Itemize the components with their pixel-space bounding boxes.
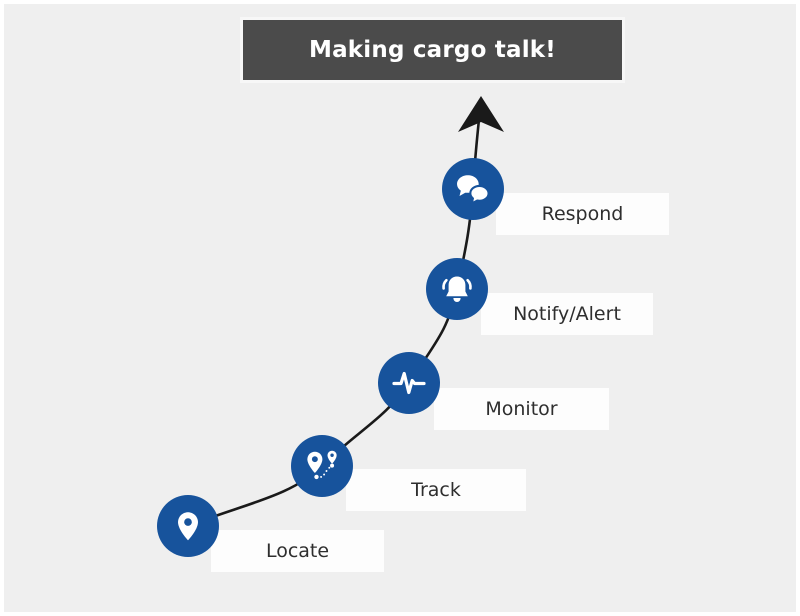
- label-plate-respond: Respond: [496, 193, 669, 235]
- title-banner: Making cargo talk!: [243, 20, 622, 80]
- step-label-respond: Respond: [541, 203, 624, 225]
- speech-bubbles-icon: [454, 170, 492, 208]
- map-pin-icon: [171, 509, 205, 543]
- step-node-respond[interactable]: [442, 158, 504, 220]
- step-node-monitor[interactable]: [378, 352, 440, 414]
- route-pins-icon: [303, 447, 341, 485]
- label-plate-notify-alert: Notify/Alert: [481, 293, 653, 335]
- label-plate-monitor: Monitor: [434, 388, 609, 430]
- step-node-locate[interactable]: [157, 495, 219, 557]
- step-label-locate: Locate: [265, 540, 330, 562]
- page-title: Making cargo talk!: [309, 37, 556, 63]
- step-label-notify-alert: Notify/Alert: [513, 303, 621, 325]
- step-label-monitor: Monitor: [485, 398, 558, 420]
- growth-arrow-head: [458, 96, 504, 132]
- step-node-track[interactable]: [291, 435, 353, 497]
- label-plate-track: Track: [346, 469, 526, 511]
- bell-ringing-icon: [439, 271, 475, 307]
- label-plate-locate: Locate: [211, 530, 384, 572]
- pulse-waveform-icon: [391, 365, 427, 401]
- step-label-track: Track: [411, 479, 461, 501]
- step-node-notify-alert[interactable]: [426, 258, 488, 320]
- growth-curve-stage: [186, 96, 504, 528]
